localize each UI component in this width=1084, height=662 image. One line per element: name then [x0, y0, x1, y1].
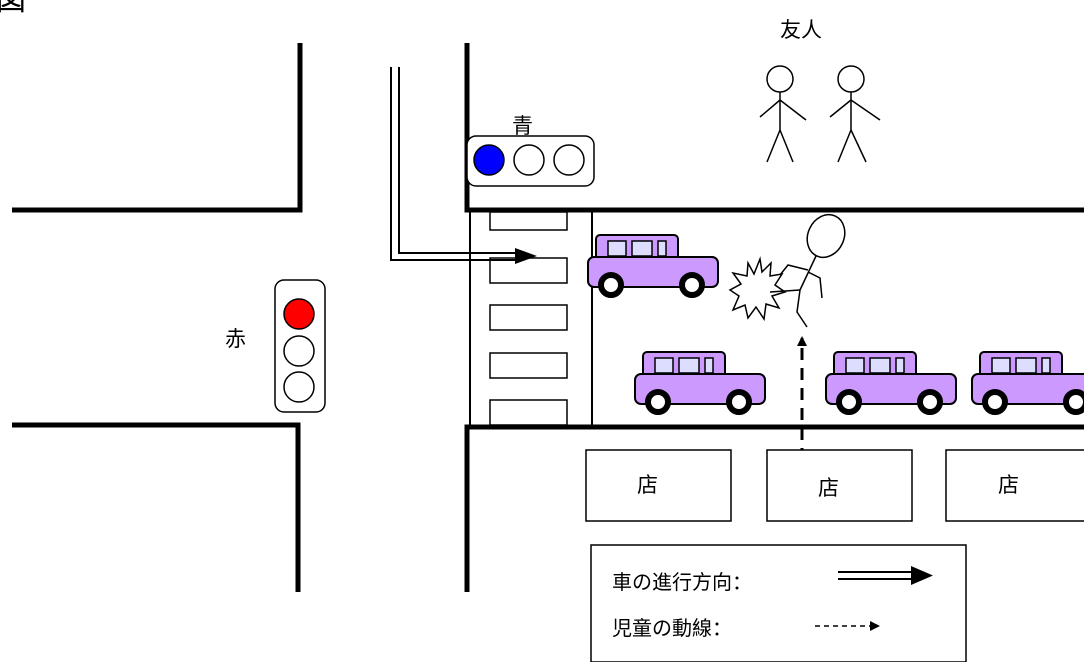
shop-2-label: 店	[818, 476, 839, 500]
shop-3: 店	[945, 449, 1084, 522]
road-edges	[12, 43, 1084, 592]
legend-double-arrow-icon	[838, 566, 933, 585]
friends-label: 友人	[780, 18, 822, 42]
shop-2: 店	[766, 449, 913, 522]
legend-vehicle-direction: 車の進行方向：	[612, 570, 752, 594]
legend-child-path: 児童の動線：	[612, 616, 732, 640]
shop-3-label: 店	[998, 473, 1019, 497]
car-parked-2	[826, 352, 956, 412]
car-parked-1	[635, 352, 765, 412]
car-moving	[588, 235, 718, 295]
child-figure	[769, 213, 846, 328]
vehicle-path-arrow	[390, 67, 537, 264]
collision-burst-icon	[728, 256, 787, 322]
signal-left-red-light	[283, 298, 315, 330]
shop-1: 店	[585, 449, 732, 522]
crosswalk	[469, 211, 593, 426]
signal-left-label: 赤	[225, 327, 246, 351]
shop-1-label: 店	[637, 473, 658, 497]
signal-top-blue-light	[473, 144, 505, 176]
friends: 友人	[759, 18, 881, 163]
traffic-signal-top: 青	[466, 114, 595, 187]
car-parked-3	[972, 352, 1084, 412]
legend: 車の進行方向： 児童の動線：	[590, 544, 967, 662]
signal-top-label: 青	[512, 114, 533, 138]
partial-title: 図	[0, 0, 26, 18]
traffic-signal-left: 赤	[225, 279, 326, 413]
friend-figure-1	[759, 65, 807, 163]
friend-figure-2	[829, 65, 881, 163]
